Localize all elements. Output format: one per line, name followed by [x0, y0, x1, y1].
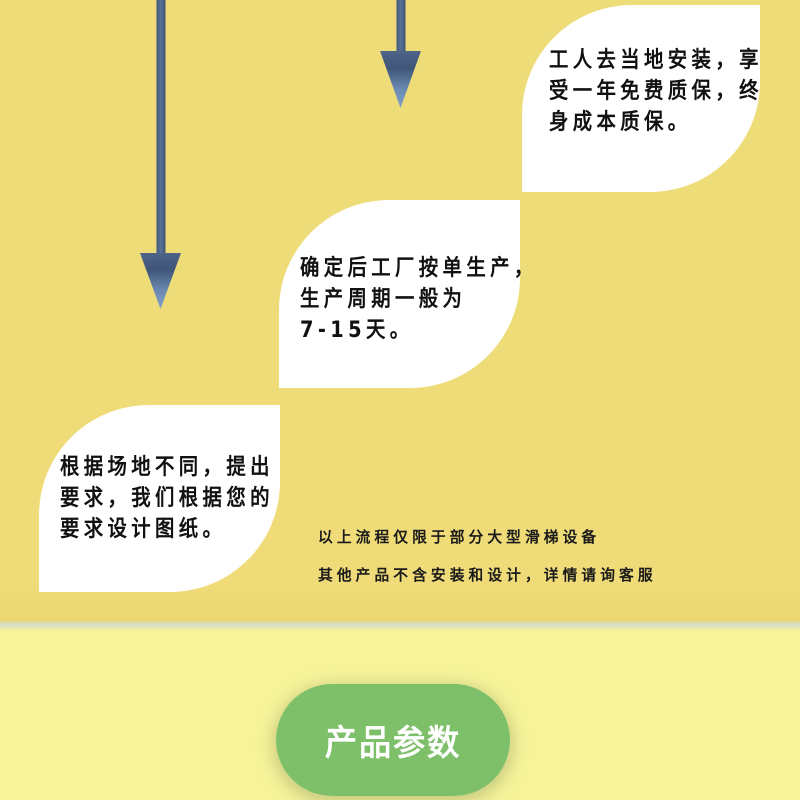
arrow-head: [140, 253, 181, 309]
arrow-head: [380, 51, 421, 108]
arrow-down-icon: [140, 0, 181, 310]
step-card-production: 确定后工厂按单生产， 生产周期一般为 7-15天。: [279, 200, 538, 388]
step-text-line: 确定后工厂按单生产，: [300, 256, 538, 281]
step-text-line: 受一年免费质保，终: [549, 79, 763, 104]
product-parameters-label: 产品参数: [324, 723, 462, 764]
section-divider: [0, 620, 800, 630]
product-parameters-button[interactable]: 产品参数: [276, 684, 510, 796]
step-text-line: 7-15天。: [300, 318, 414, 343]
step-text-line: 身成本质保。: [549, 110, 692, 135]
arrow-shaft: [396, 0, 405, 54]
process-notes: 以上流程仅限于部分大型滑梯设备 其他产品不含安装和设计，详情请询客服: [318, 518, 664, 594]
step-card-install: 工人去当地安装，享 受一年免费质保，终 身成本质保。: [522, 5, 760, 192]
step-text-line: 根据场地不同，提出: [60, 455, 274, 480]
note-line-disclaimer: 其他产品不含安装和设计，详情请询客服: [318, 566, 657, 584]
note-line-scope: 以上流程仅限于部分大型滑梯设备: [318, 528, 601, 546]
step-text-line: 要求，我们根据您的: [60, 486, 274, 511]
step-text-line: 工人去当地安装，享: [549, 48, 763, 73]
step-text-line: 生产周期一般为: [300, 287, 467, 312]
step-card-design: 根据场地不同，提出 要求，我们根据您的 要求设计图纸。: [39, 405, 280, 592]
arrow-shaft: [156, 0, 165, 256]
arrow-down-icon: [380, 0, 421, 110]
step-text-line: 要求设计图纸。: [60, 517, 227, 542]
